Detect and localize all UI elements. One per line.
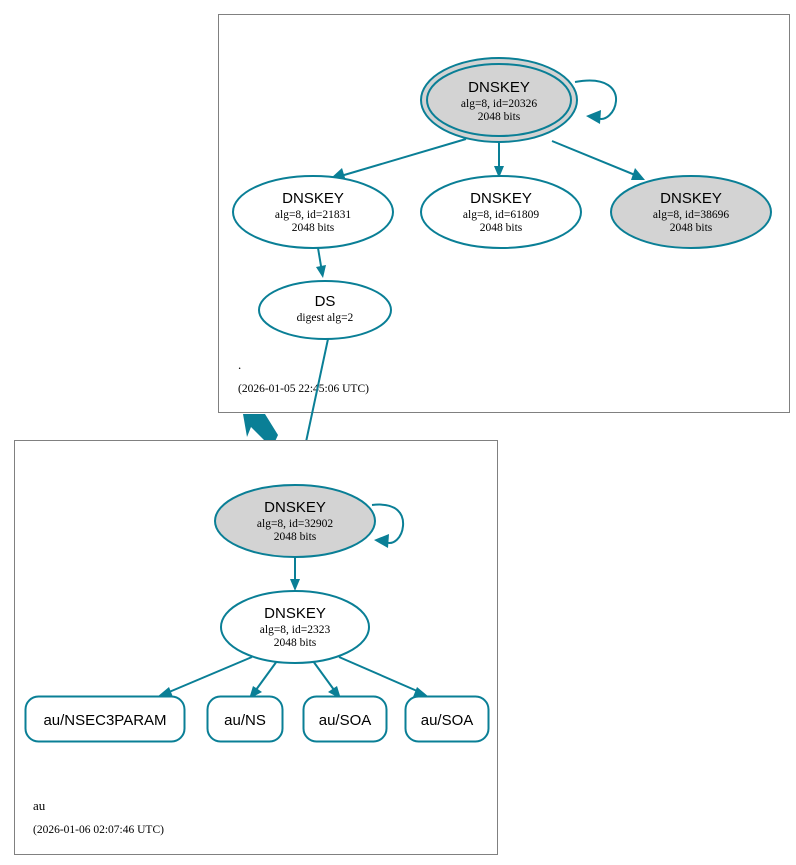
node-params: alg=8, id=2323 <box>260 624 331 636</box>
edge-root-ksk-to-zsk38696 <box>551 140 645 180</box>
node-title: DNSKEY <box>470 190 532 207</box>
zone-label-root: . <box>238 357 241 372</box>
zone-timestamp-root: (2026-01-05 22:45:06 UTC) <box>238 383 369 395</box>
node-inner-ring <box>426 63 572 137</box>
edge-root-ksk-to-zsk61809 <box>494 143 504 178</box>
rrset-box <box>206 695 284 743</box>
node-rrset-soa-1[interactable]: au/SOA <box>302 695 388 743</box>
node-params: alg=8, id=32902 <box>257 518 333 530</box>
rrset-box <box>302 695 388 743</box>
node-ring <box>232 175 394 249</box>
node-keysize: 2048 bits <box>274 531 317 543</box>
node-title: DNSKEY <box>282 190 344 207</box>
rrset-box <box>24 695 186 743</box>
node-rrset-ns[interactable]: au/NS <box>206 695 284 743</box>
rrset-label: au/NS <box>224 712 266 729</box>
node-params: alg=8, id=38696 <box>653 209 729 221</box>
rrset-label: au/SOA <box>421 712 474 729</box>
edge-delegation-root-to-au <box>243 414 278 448</box>
node-keysize: 2048 bits <box>274 637 317 649</box>
node-title: DNSKEY <box>468 79 530 96</box>
zone-cluster-root: DNSKEY alg=8, id=20326 2048 bits DNSKEY … <box>218 14 790 413</box>
node-title: DNSKEY <box>264 499 326 516</box>
node-title: DS <box>315 293 336 310</box>
node-dnskey-21831[interactable]: DNSKEY alg=8, id=21831 2048 bits <box>232 175 394 249</box>
node-dnskey-61809[interactable]: DNSKEY alg=8, id=61809 2048 bits <box>420 175 582 249</box>
edge-self-sign-au-ksk <box>371 503 405 548</box>
node-rrset-nsec3param[interactable]: au/NSEC3PARAM <box>24 695 186 743</box>
node-ring <box>214 484 376 558</box>
zone-label-au: au <box>33 798 46 813</box>
node-dnskey-20326[interactable]: DNSKEY alg=8, id=20326 2048 bits <box>420 57 578 143</box>
node-rrset-soa-2[interactable]: au/SOA <box>404 695 490 743</box>
zone-cluster-au: DNSKEY alg=8, id=32902 2048 bits DNSKEY … <box>14 440 498 855</box>
node-keysize: 2048 bits <box>670 222 713 234</box>
node-dnskey-38696[interactable]: DNSKEY alg=8, id=38696 2048 bits <box>610 175 772 249</box>
edge-au-zsk-to-soa-2 <box>338 656 429 697</box>
edge-au-zsk-to-nsec3param <box>157 656 253 697</box>
node-dnskey-2323[interactable]: DNSKEY alg=8, id=2323 2048 bits <box>220 590 370 664</box>
node-keysize: 2048 bits <box>478 111 521 123</box>
node-ring <box>420 175 582 249</box>
rrset-label: au/SOA <box>319 712 372 729</box>
node-params: digest alg=2 <box>297 312 354 324</box>
node-params: alg=8, id=20326 <box>461 98 537 110</box>
node-dnskey-32902[interactable]: DNSKEY alg=8, id=32902 2048 bits <box>214 484 376 558</box>
node-keysize: 2048 bits <box>292 222 335 234</box>
node-keysize: 2048 bits <box>480 222 523 234</box>
node-ds-root[interactable]: DS digest alg=2 <box>258 280 392 340</box>
node-ring <box>610 175 772 249</box>
node-title: DNSKEY <box>264 605 326 622</box>
node-title: DNSKEY <box>660 190 722 207</box>
rrset-label: au/NSEC3PARAM <box>43 712 166 729</box>
edge-self-sign-root-ksk <box>574 79 618 124</box>
node-ring <box>258 280 392 340</box>
rrset-box <box>404 695 490 743</box>
node-ring <box>220 590 370 664</box>
node-params: alg=8, id=21831 <box>275 209 351 221</box>
edge-au-ksk-to-zsk <box>290 557 300 591</box>
node-params: alg=8, id=61809 <box>463 209 539 221</box>
zone-timestamp-au: (2026-01-06 02:07:46 UTC) <box>33 824 164 836</box>
